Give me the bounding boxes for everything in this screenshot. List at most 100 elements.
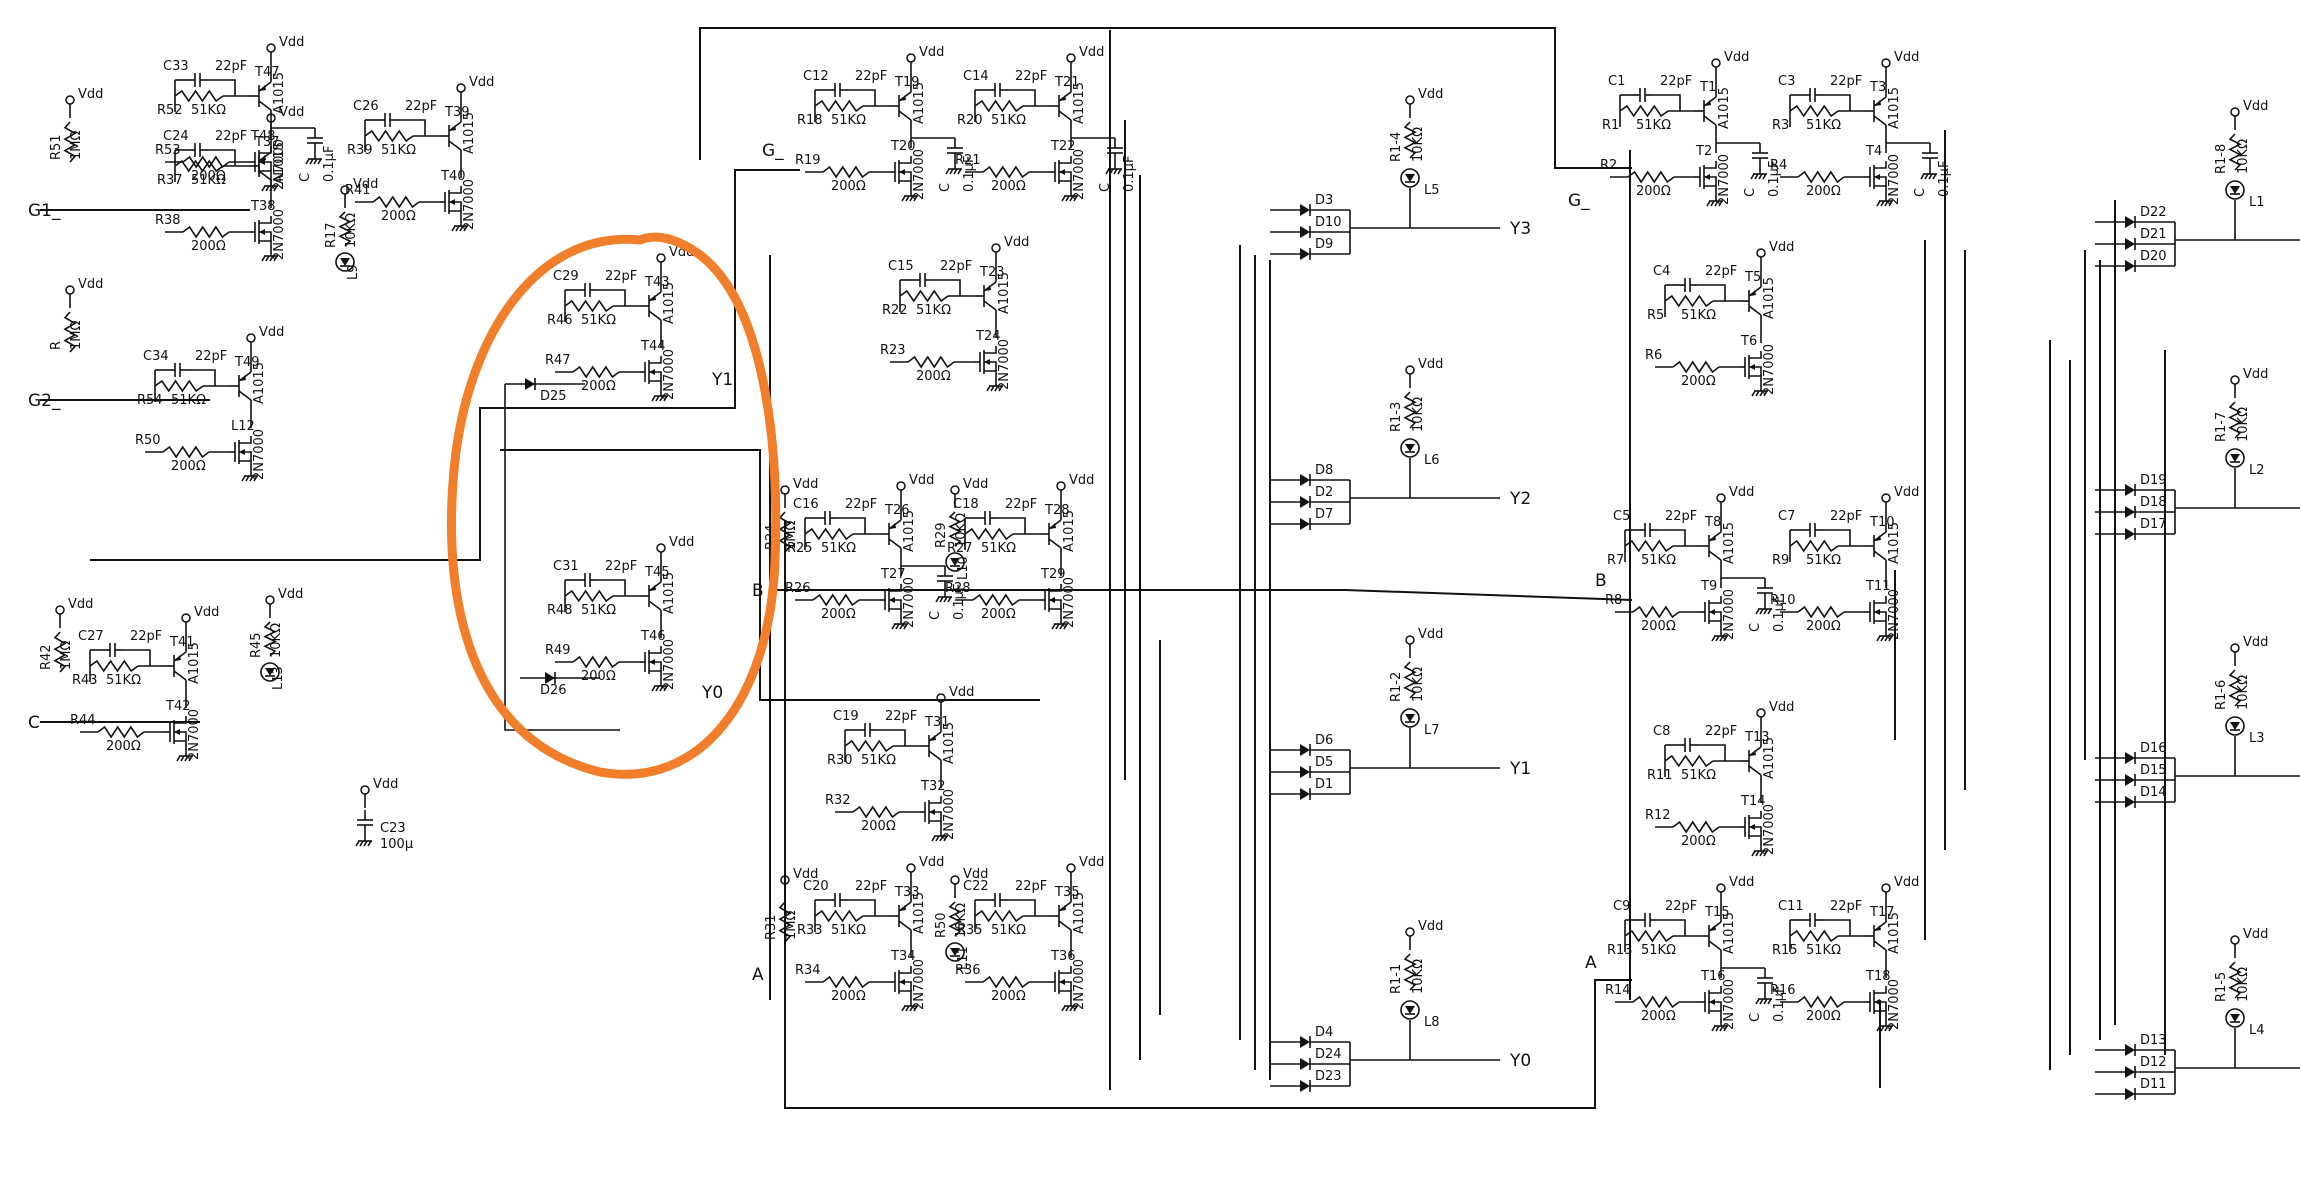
ground-hatch [1065,195,1070,202]
bjt-collector [1873,550,1887,561]
ground-hatch [1755,998,1760,1005]
part-number: 2N7000 [912,149,927,200]
resistor-value: 200Ω [1806,619,1841,634]
cap-value: 22pF [845,497,877,512]
bias-resistors: Vdd1MΩR51Vdd1MΩRVdd1MΩR42Vdd1MΩR24Vdd1MΩ… [39,87,818,943]
bjt-arrow [1875,925,1881,931]
ground-hatch [1714,200,1719,207]
diode-designator: D10 [1315,215,1342,230]
fet-source [899,180,912,190]
part-number: 2N7000 [1722,589,1737,640]
fet-source [449,210,462,220]
led-designator: L4 [2249,1023,2265,1038]
diode-designator: D7 [1315,507,1333,522]
resistor-symbol [964,527,1014,541]
part-number: A1015 [1072,892,1087,934]
bjt-arrow [1710,925,1716,931]
resistor-symbol [182,225,230,239]
wire [598,579,626,596]
bjt-arrow [1050,523,1056,529]
ground-hatch [651,685,656,692]
resistor-value: 51KΩ [861,753,896,768]
bjt-arrow [175,655,181,661]
ground-hatch [1751,390,1756,397]
ground-hatch [945,168,950,175]
ground-hatch [245,475,250,482]
transistor-designator: T4 [1865,144,1882,159]
fet-drain [1704,161,1717,169]
part-number: 2N7000 [1887,589,1902,640]
resistor-value: 51KΩ [581,603,616,618]
bjt-collector [173,670,187,681]
ground-hatch [1113,168,1118,175]
transistor-designator: T27 [880,567,905,582]
vdd-terminal [1711,58,1721,68]
led-body [2230,1014,2240,1022]
fet-drain [984,346,997,354]
port-g2: G2_ [28,391,61,411]
vdd-terminal [656,253,666,263]
ground-hatch [949,168,954,175]
ground-hatch [909,195,914,202]
resistor-symbol [899,289,949,303]
diode-body [1300,788,1310,800]
fet-body [1874,1001,1887,1011]
cap-value: 22pF [855,879,887,894]
led-ring [2225,180,2245,200]
resistor-designator: R17 [324,222,339,248]
vdd-label: Vdd [1004,235,1029,250]
resistor-symbol [974,99,1024,113]
diode-body [2125,216,2135,228]
resistor-value: 200Ω [1681,374,1716,389]
transistor-designator: T26 [884,503,909,518]
ground-hatch [1880,1025,1885,1032]
resistor-symbol [2228,133,2242,171]
resistor-symbol [974,909,1024,923]
ground-hatch [1059,623,1064,630]
ground-hatch [655,685,660,692]
vdd-label: Vdd [278,587,303,602]
fet-body [259,231,272,241]
resistor-designator: R9 [1772,553,1789,568]
led-designator: L2 [2249,463,2265,478]
cap-designator: C12 [803,69,829,84]
cap-designator: C34 [143,349,169,364]
transistor-designator: T24 [975,329,1000,344]
wire [933,279,961,296]
resistor-symbol [63,311,77,353]
resistor-symbol [822,975,870,989]
bjt-arrow [1060,95,1066,101]
resistor-designator: R2 [1600,158,1617,173]
resistor-value: 10KΩ [1411,397,1426,432]
vdd-label: Vdd [469,75,494,90]
resistor-symbol [174,89,224,103]
led-body [1405,1006,1415,1014]
transistor-designator: T38 [250,199,275,214]
part-number: 2N7000 [462,179,477,230]
resistor-symbol [1627,170,1675,184]
ground-hatch [355,840,360,847]
resistor-symbol [778,511,792,553]
vdd-label: Vdd [1894,875,1919,890]
diode-body [1300,518,1310,530]
resistor-designator: R19 [795,153,821,168]
bjt-arrow [240,375,246,381]
fet-drain [1709,596,1722,604]
vdd-label: Vdd [78,87,103,102]
transistor-designator: T18 [1865,969,1890,984]
fet-body [1749,826,1762,836]
ground-hatch [1117,168,1122,175]
bjt-arrow [930,735,936,741]
cap-value: 0.1μF [1937,161,1952,197]
resistor-symbol [1789,104,1839,118]
ground-hatch [313,158,318,165]
fet-drain [1059,966,1072,974]
resistor-symbol [338,211,352,247]
diode-body [2125,1066,2135,1078]
ground-hatch [1888,200,1893,207]
